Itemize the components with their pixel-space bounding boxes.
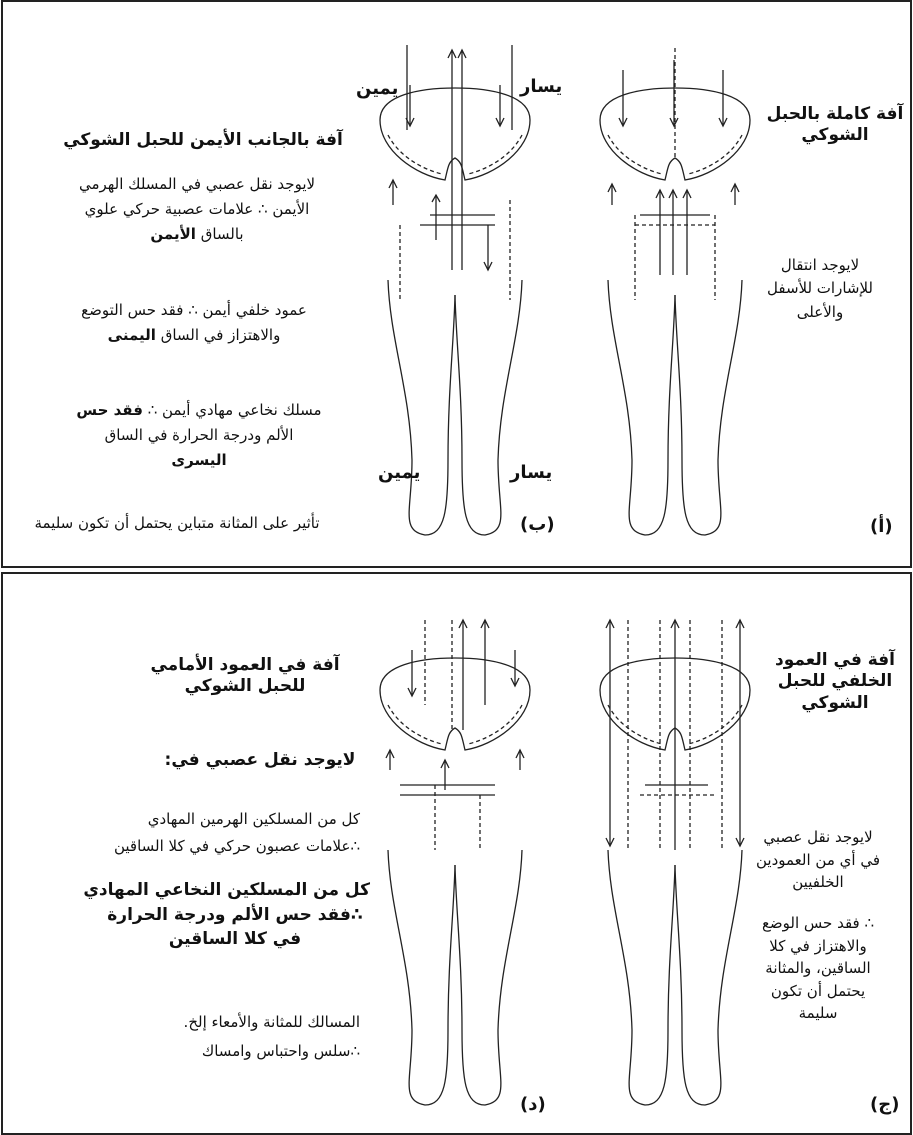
spinal-cord-figure-d [370,610,540,1120]
panel-b-pyramidal: لايوجد نقل عصبي في المسلك الهرمي الأيمن … [36,172,358,246]
label-right-top: يمين [356,78,398,101]
panel-c-letter: (ج) [870,1094,899,1117]
label-left-bottom: يسار [510,462,552,485]
label-right-bottom: يمين [378,462,420,485]
panel-d-letter: (د) [520,1094,546,1117]
panel-d-bladder: المسالك للمثانة والأمعاء إلخ.∴سلس واحتبا… [140,1008,360,1065]
panel-d-spinothalamic: كل من المسلكين النخاعي المهادي∴فقد حس ال… [100,878,370,952]
panel-a-letter: (أ) [870,516,893,539]
panel-b-spinothalamic: مسلك نخاعي مهادي أيمن ∴ فقد حس الألم ودر… [40,398,358,472]
panel-b-letter: (ب) [520,514,555,537]
panel-b-posterior-column: عمود خلفي أيمن ∴ فقد حس التوضع والاهتزاز… [30,298,358,348]
panel-d-subtitle: لايوجد نقل عصبي في: [160,750,360,771]
label-left-top: يسار [520,76,562,99]
panel-b-title: آفة بالجانب الأيمن للحبل الشوكي [48,130,358,151]
panel-b-bladder-note: تأثير على المثانة متباين يحتمل أن تكون س… [12,514,342,533]
panel-d-pyramidal: كل من المسلكين الهرمين المهادي∴علامات عص… [96,806,360,860]
